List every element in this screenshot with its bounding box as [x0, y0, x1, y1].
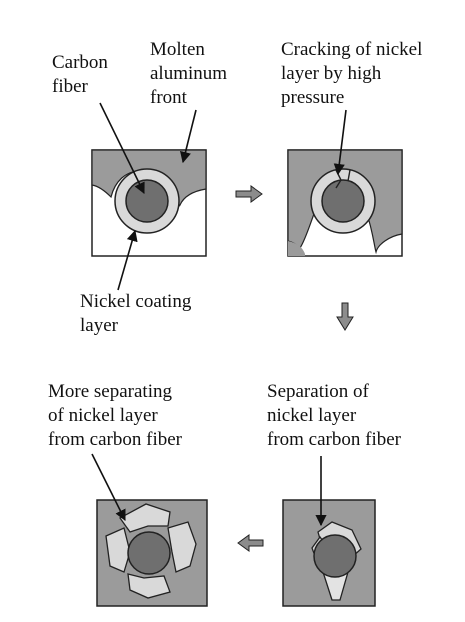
molten-aluminum-lower-left: [288, 241, 305, 256]
pointer-cracking: [333, 109, 347, 176]
crack-line: [347, 169, 351, 182]
process-arrow-down: [336, 302, 354, 331]
label-molten-aluminum-front: Molten aluminum front: [150, 39, 228, 108]
pointer-molten-front: [180, 109, 197, 164]
panel-stage-3: [282, 499, 376, 607]
pointer-more-separating: [91, 453, 126, 522]
label-nickel-coating-layer: Nickel coating layer: [80, 291, 192, 336]
pointer-carbon-fiber: [99, 102, 145, 195]
process-arrow-left: [237, 534, 264, 552]
pointer-nickel-coating: [117, 229, 138, 291]
label-separation-of-nickel-layer: Separation of nickel layer from carbon f…: [267, 381, 401, 450]
panel-stage-4: [96, 499, 208, 607]
panel-stage-2: [287, 149, 403, 257]
label-cracking-of-nickel-layer: Cracking of nickel layer by high pressur…: [281, 39, 423, 108]
process-arrow-right: [235, 185, 263, 203]
nickel-fragment: [127, 573, 171, 599]
carbon-fiber-core: [125, 179, 169, 223]
label-more-separating: More separating of nickel layer from car…: [48, 381, 182, 450]
carbon-fiber-core: [321, 179, 365, 223]
label-carbon-fiber: Carbon fiber: [52, 52, 108, 97]
panel-stage-1: [91, 149, 207, 257]
carbon-fiber-core: [313, 534, 357, 578]
nickel-fragment: [105, 527, 131, 573]
carbon-fiber-core: [127, 531, 171, 575]
nickel-fragment: [167, 521, 197, 573]
nickel-fragment: [119, 503, 171, 533]
